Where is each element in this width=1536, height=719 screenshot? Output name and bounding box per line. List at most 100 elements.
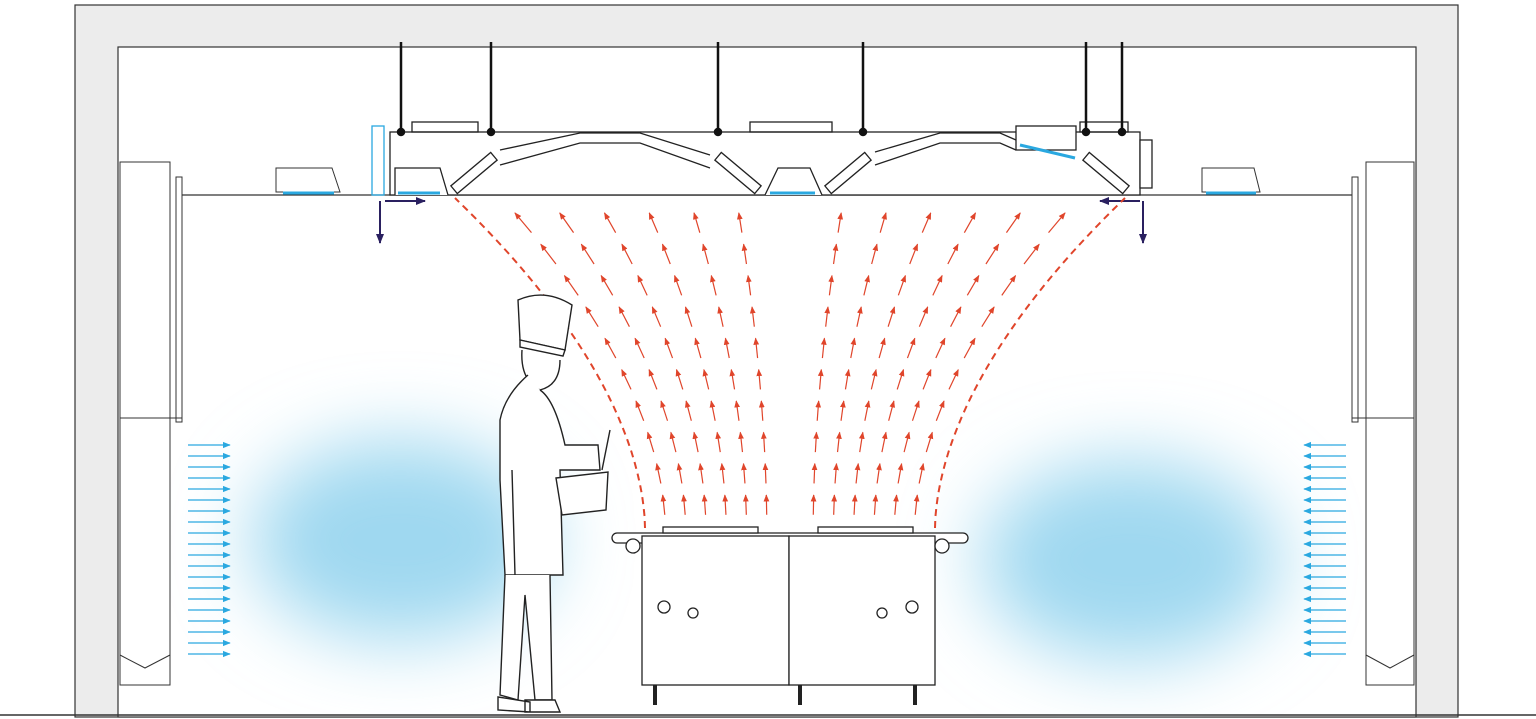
extract-arrow	[881, 431, 888, 453]
supply-air-arrows	[188, 441, 1346, 658]
extract-arrow	[817, 368, 824, 390]
extract-arrow	[854, 462, 861, 484]
extract-arrow	[828, 274, 834, 296]
extract-arrow	[648, 212, 659, 233]
extract-arrow	[906, 337, 916, 359]
extract-arrow	[851, 494, 858, 515]
extract-arrow	[738, 431, 744, 453]
extract-arrow	[858, 431, 865, 453]
extract-boundary	[934, 197, 1126, 529]
extract-arrow	[897, 274, 906, 296]
extract-arrow	[684, 306, 693, 327]
filter-icon	[449, 151, 1131, 195]
extract-arrow	[702, 368, 710, 390]
extract-arrow	[913, 494, 920, 515]
extract-arrow	[935, 400, 945, 421]
left-wall-supply-unit	[119, 161, 183, 686]
extract-arrow	[698, 462, 704, 484]
extract-arrow	[741, 462, 747, 484]
extract-arrow	[746, 274, 752, 296]
extract-arrow	[966, 274, 980, 296]
extract-arrow	[1048, 212, 1066, 234]
extract-arrow	[831, 494, 838, 515]
extract-arrow	[820, 337, 827, 359]
extract-arrow	[850, 337, 857, 359]
hanger-joint	[1081, 127, 1091, 137]
extract-arrow	[600, 274, 614, 296]
extract-arrow	[722, 494, 729, 515]
extract-arrow	[648, 368, 658, 390]
extract-arrow	[655, 462, 662, 484]
extract-arrow	[893, 494, 899, 515]
extract-arrow	[963, 212, 977, 233]
extract-arrow	[540, 243, 557, 265]
extract-arrow	[559, 212, 575, 233]
extract-arrow	[660, 400, 669, 421]
extract-arrow	[864, 400, 871, 421]
extract-arrow	[815, 400, 822, 421]
extract-arrow	[932, 274, 943, 296]
hanger-joint	[858, 127, 868, 137]
hanger-joint	[396, 127, 406, 137]
extract-arrow	[922, 368, 932, 390]
extract-arrow	[871, 243, 879, 265]
extract-arrow	[921, 212, 932, 233]
extract-arrow	[664, 337, 674, 359]
hanger-joint	[486, 127, 496, 137]
extract-arrow	[621, 243, 633, 265]
extract-arrow	[669, 431, 677, 453]
extract-arrow	[709, 400, 716, 421]
extract-arrow	[694, 337, 702, 359]
extract-arrow	[646, 431, 655, 453]
chef-icon	[497, 294, 611, 713]
extract-arrow	[950, 306, 962, 327]
extract-arrow	[911, 400, 920, 421]
extract-arrow	[723, 337, 730, 359]
extract-arrow	[840, 400, 846, 421]
extract-arrow	[585, 306, 599, 328]
extract-arrow	[811, 462, 818, 484]
extract-arrow	[963, 337, 976, 359]
extract-arrow	[863, 274, 870, 296]
extract-arrow	[909, 243, 919, 265]
induction-arrows	[376, 197, 1147, 244]
extract-arrow	[1001, 274, 1017, 296]
hanger-joint	[713, 127, 723, 137]
extract-arrow	[985, 243, 1000, 265]
cooker-icon	[611, 526, 969, 705]
hanger-joint	[1117, 127, 1127, 137]
extract-boundary	[454, 197, 646, 529]
extract-arrow	[701, 494, 708, 515]
extract-arrow	[684, 400, 692, 421]
extract-arrow	[870, 368, 878, 390]
extract-arrow	[935, 337, 946, 359]
extract-arrow	[836, 431, 842, 453]
extract-arrow	[742, 494, 749, 515]
extract-arrow	[563, 274, 579, 296]
extract-arrow	[753, 337, 760, 359]
right-wall-supply-unit	[1351, 161, 1415, 686]
extract-arrow	[514, 212, 532, 234]
extract-arrow	[692, 431, 699, 453]
extract-arrow	[981, 306, 995, 328]
extract-arrow	[832, 243, 839, 265]
extract-arrow	[762, 462, 769, 484]
extract-arrow	[635, 400, 645, 421]
extract-arrow	[947, 243, 959, 265]
extract-arrow	[681, 494, 687, 515]
extract-arrow	[887, 306, 896, 327]
extract-arrow	[756, 368, 763, 390]
extract-arrow	[634, 337, 645, 359]
extract-arrow	[824, 306, 831, 327]
extract-arrow	[903, 431, 911, 453]
extract-arrow	[736, 212, 743, 233]
extract-arrow	[1005, 212, 1021, 233]
hood-hangers	[396, 42, 1127, 137]
extract-arrow	[637, 274, 648, 296]
extract-arrow	[618, 306, 630, 327]
extract-arrow	[761, 431, 767, 453]
extract-arrow	[896, 368, 905, 390]
extract-arrow	[710, 274, 717, 296]
extract-arrow	[856, 306, 863, 327]
